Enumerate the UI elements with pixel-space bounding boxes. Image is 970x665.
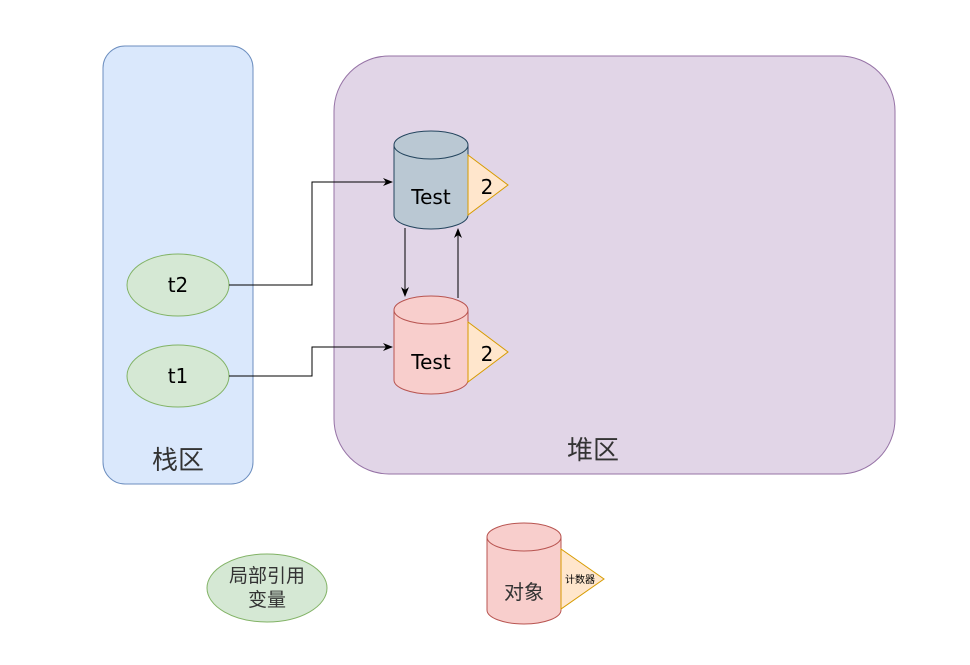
- legend-object-label: 对象: [504, 580, 544, 604]
- legend-counter-label: 计数器: [565, 573, 595, 586]
- local-var-t1: t1: [126, 344, 230, 408]
- legend-local-var: 局部引用 变量: [206, 553, 328, 623]
- counter-value: 2: [481, 342, 494, 366]
- arrow-t1-to-test-2: [229, 343, 393, 377]
- legend-object: 对象: [486, 522, 562, 625]
- object-test-2: Test: [393, 295, 469, 395]
- stack-region-label: 栈区: [152, 446, 204, 476]
- legend-local-var-label-line2: 变量: [248, 589, 286, 611]
- heap-region: 堆区: [333, 55, 896, 475]
- object-test-1: Test: [393, 130, 469, 230]
- object-label: Test: [410, 185, 451, 209]
- reference-arrows: [229, 178, 462, 377]
- local-var-label: t1: [168, 364, 189, 388]
- legend-local-var-label-line1: 局部引用: [229, 565, 305, 587]
- heap-region-label: 堆区: [567, 436, 619, 466]
- local-var-t2: t2: [126, 253, 230, 317]
- arrow-t2-to-test-1: [229, 178, 393, 286]
- counter-2: 2: [467, 321, 509, 383]
- object-label: Test: [410, 350, 451, 374]
- counter-value: 2: [481, 175, 494, 199]
- legend-counter: 计数器: [560, 548, 605, 610]
- counter-1: 2: [467, 154, 509, 216]
- local-var-label: t2: [168, 273, 189, 297]
